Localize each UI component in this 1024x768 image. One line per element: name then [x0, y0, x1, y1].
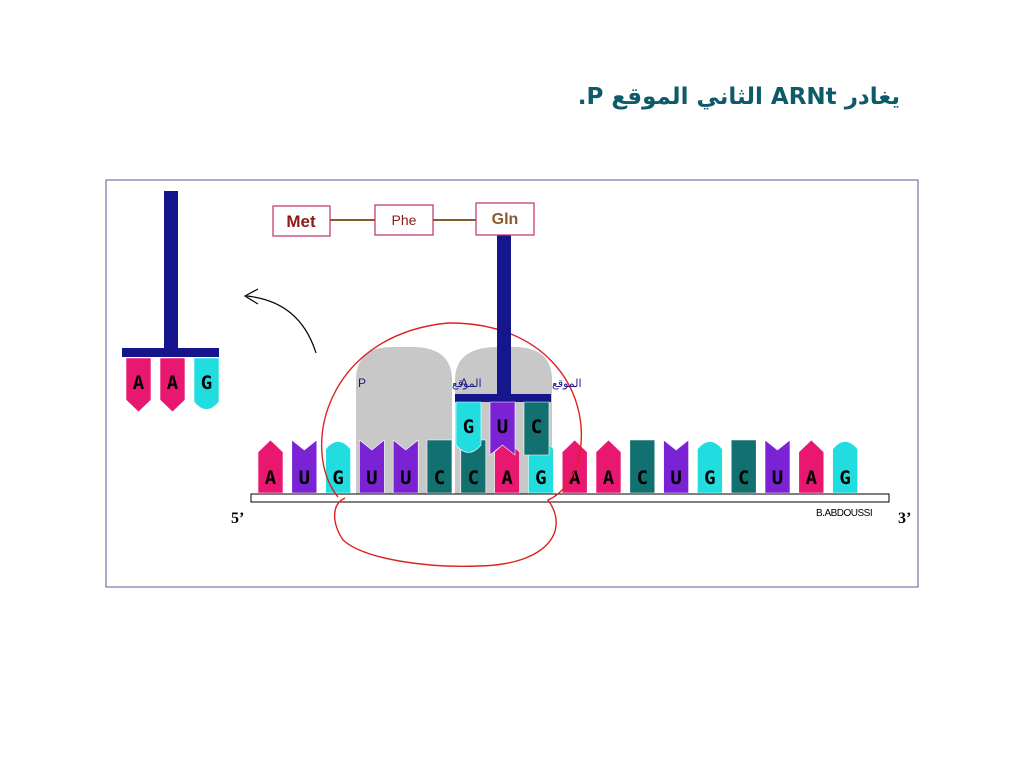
- p-site-label: الموقع: [452, 377, 482, 390]
- mrna-base-letter: G: [839, 467, 850, 489]
- amino-acid-met: [272, 205, 331, 237]
- mrna-base-letter: C: [434, 467, 445, 489]
- mrna-base: G: [697, 441, 723, 494]
- mrna-base: A: [798, 439, 825, 494]
- mrna-base: U: [764, 439, 791, 494]
- curved-arrow-icon: [243, 288, 317, 354]
- a-site-trna-bar: [455, 394, 551, 402]
- mrna-base-shape: [325, 441, 351, 494]
- leaving-anticodon-base-letter: G: [201, 372, 212, 394]
- mrna-base: U: [663, 439, 689, 494]
- p-site-letter: P: [358, 376, 366, 390]
- mrna-base-letter: G: [535, 467, 546, 489]
- mrna-base-shape: [257, 439, 284, 494]
- mrna-base: U: [359, 439, 385, 494]
- mrna-base-letter: U: [366, 467, 377, 489]
- leaving-anticodon-base-shape: [125, 357, 152, 413]
- a-site-anticodon-base: U: [489, 401, 516, 456]
- leaving-anticodon-base-letter: A: [167, 372, 179, 394]
- mrna-base-letter: A: [265, 467, 277, 489]
- mrna-base-shape: [392, 439, 419, 494]
- mrna-base-shape: [832, 441, 858, 494]
- mrna-base: A: [257, 439, 284, 494]
- mrna-base-letter: C: [738, 467, 749, 489]
- amino-acid-gln-label: Gln: [492, 211, 519, 228]
- a-site-anticodon-base-letter: C: [531, 416, 542, 438]
- leaving-trna-stem: [164, 191, 178, 351]
- amino-acid-met-label: Met: [286, 212, 316, 231]
- leaving-anticodon-base-shape: [193, 357, 220, 410]
- a-site-anticodon-base: C: [523, 401, 550, 456]
- mrna-base-shape: [798, 439, 825, 494]
- mrna-base: G: [832, 441, 858, 494]
- credit-text: B.ABDOUSSI: [816, 508, 872, 519]
- mrna-base-letter: A: [603, 467, 615, 489]
- three-prime-end: 3’: [898, 510, 911, 527]
- mrna-base: C: [730, 439, 757, 494]
- mrna-strand: [250, 493, 890, 503]
- amino-acid-gln: [475, 202, 535, 236]
- mrna-base-letter: G: [332, 467, 343, 489]
- mrna-base-shape: [663, 439, 689, 494]
- mrna-base: C: [460, 439, 487, 494]
- mrna-base-letter: U: [772, 467, 783, 489]
- mrna-base: G: [325, 441, 351, 494]
- five-prime-end: 5’: [231, 510, 244, 527]
- mrna-base: A: [595, 439, 622, 494]
- mrna-base-shape: [697, 441, 723, 494]
- mrna-base-letter: A: [501, 467, 513, 489]
- leaving-anticodon-base: A: [125, 357, 152, 413]
- amino-acid-phe-label: Phe: [392, 212, 417, 228]
- mrna-base-letter: U: [299, 467, 310, 489]
- leaving-anticodon-base: G: [193, 357, 220, 410]
- mrna-base-shape: [595, 439, 622, 494]
- mrna-base: C: [629, 439, 656, 494]
- slide-title: يغادر ARNt الثاني الموقع P.: [577, 84, 900, 110]
- mrna-base-letter: U: [670, 467, 681, 489]
- amino-acid-phe: [374, 204, 434, 236]
- a-site-trna-stem: [497, 235, 511, 397]
- leaving-anticodon-base-letter: A: [133, 372, 145, 394]
- mrna-base-letter: G: [704, 467, 715, 489]
- mrna-base-shape: [629, 439, 656, 494]
- mrna-base: U: [291, 439, 318, 494]
- mrna-base-shape: [291, 439, 318, 494]
- leaving-anticodon-base-shape: [159, 357, 186, 413]
- mrna-base: U: [392, 439, 419, 494]
- mrna-base: C: [426, 439, 453, 494]
- a-site-letter: A: [460, 376, 468, 390]
- ribosome-outline: [320, 322, 582, 567]
- mrna-base-letter: A: [806, 467, 818, 489]
- mrna-base-letter: C: [468, 467, 479, 489]
- leaving-trna-bar: [122, 348, 219, 357]
- mrna-base-letter: C: [637, 467, 648, 489]
- a-site-anticodon-base-shape: [523, 401, 550, 456]
- a-site-label: الموقع: [552, 377, 582, 390]
- a-site-anticodon-base-letter: U: [497, 416, 508, 438]
- a-site-anticodon-base-letter: G: [463, 416, 474, 438]
- leaving-anticodon-base: A: [159, 357, 186, 413]
- mrna-base-shape: [730, 439, 757, 494]
- mrna-base-shape: [764, 439, 791, 494]
- mrna-base-letter: U: [400, 467, 411, 489]
- mrna-base-shape: [426, 439, 453, 494]
- a-site-anticodon-base-shape: [455, 401, 482, 453]
- mrna-base-shape: [460, 439, 487, 494]
- mrna-base-shape: [359, 439, 385, 494]
- a-site-anticodon-base: G: [455, 401, 482, 453]
- a-site-anticodon-base-shape: [489, 401, 516, 456]
- mrna-base-letter: A: [569, 467, 581, 489]
